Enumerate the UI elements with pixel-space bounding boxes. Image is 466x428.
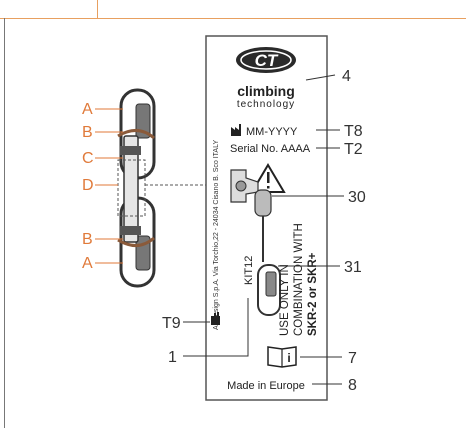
letter-d: D <box>82 177 94 194</box>
device-carabiner-gate <box>265 271 277 297</box>
use-line1: USE ONLY IN <box>279 264 291 336</box>
sling-stitch-bottom <box>120 226 141 235</box>
device-carabiner <box>257 264 281 316</box>
letter-a-top: A <box>82 101 93 118</box>
keeper-top <box>117 129 155 140</box>
date-code: MM-YYYY <box>246 126 298 138</box>
letter-c: C <box>82 150 94 167</box>
keeper-bottom <box>117 236 155 247</box>
callout-8: 8 <box>348 377 357 394</box>
part-letters: A B C D B A <box>82 101 123 272</box>
logo-text: CT <box>255 51 279 70</box>
sling-stitch-top <box>120 146 141 155</box>
device-connector <box>254 189 272 217</box>
callout-t9: T9 <box>162 315 181 332</box>
manual-info-icon: i <box>267 346 297 368</box>
use-line2: COMBINATION WITH <box>293 223 305 336</box>
leader-1 <box>183 298 249 357</box>
logo-ct: CT <box>236 47 296 73</box>
callout-1: 1 <box>168 349 177 366</box>
serial-number: Serial No. AAAA <box>230 143 311 155</box>
device-wheel <box>235 180 247 192</box>
letter-b-top: B <box>82 124 93 141</box>
manufacturer-address: Aludesign S.p.A. Via Torchio,22 - 24034 … <box>213 140 220 330</box>
device-drawing <box>230 169 281 316</box>
callout-4: 4 <box>342 68 351 85</box>
glove-icon <box>211 312 220 325</box>
made-in: Made in Europe <box>227 380 305 392</box>
kit-code: KIT12 <box>243 256 255 285</box>
top-border <box>0 0 466 19</box>
leader-4 <box>305 74 336 81</box>
factory-icon <box>231 124 241 136</box>
product-label <box>205 35 328 401</box>
frame-left-line <box>4 18 5 428</box>
svg-text:i: i <box>287 351 290 365</box>
callout-t2: T2 <box>344 141 363 158</box>
brand-line2: technology <box>237 99 295 110</box>
callout-31: 31 <box>344 259 362 276</box>
letter-a-bottom: A <box>82 255 93 272</box>
callouts: 4 T8 T2 30 31 T9 1 7 8 <box>162 68 366 394</box>
use-line3: SKR-2 or SKR+ <box>307 252 319 336</box>
logo-ring <box>240 50 292 70</box>
sling-assembly <box>117 88 228 288</box>
brand-line1: climbing <box>237 83 295 99</box>
callout-t8: T8 <box>344 123 363 140</box>
letter-b-bottom: B <box>82 231 93 248</box>
top-divider-tick <box>97 0 98 18</box>
callout-7: 7 <box>348 350 357 367</box>
label-zone-marker <box>117 159 146 217</box>
callout-30: 30 <box>348 189 366 206</box>
